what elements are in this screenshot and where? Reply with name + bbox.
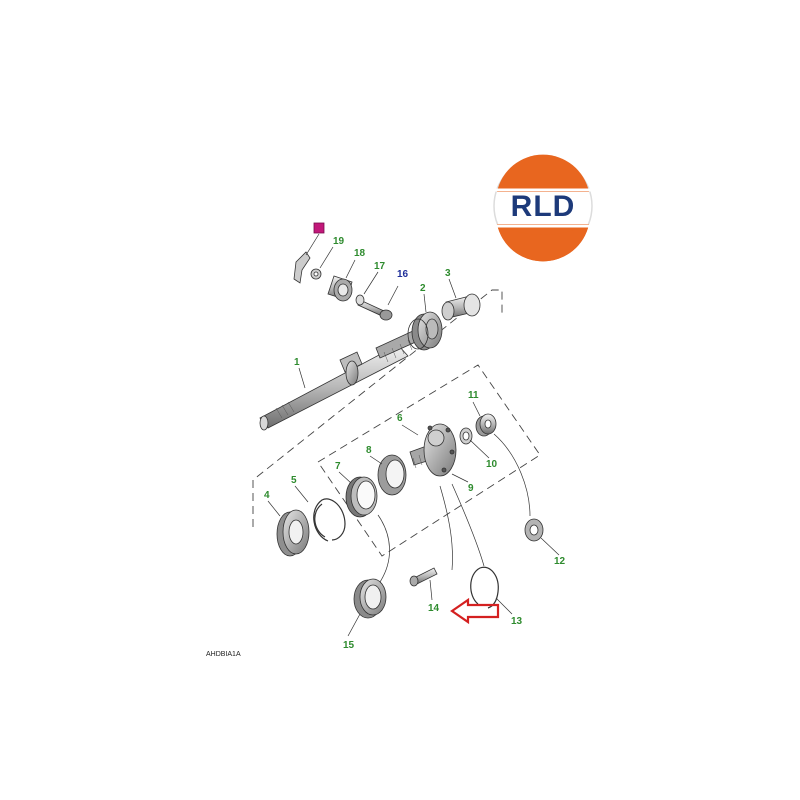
leader-lines [267,233,560,637]
part-2-collar [407,311,443,351]
part-15-ring [353,578,387,619]
logo-text: RLD [510,190,576,223]
label-part-17: 17 [374,261,386,272]
label-part-2: 2 [420,283,426,294]
part-13-circlip [470,566,499,609]
label-part-15: 15 [343,640,355,651]
label-part-18: 18 [354,248,366,259]
part-20-clip [293,251,311,284]
part-17-washer [355,294,365,306]
label-part-10: 10 [486,459,498,470]
label-part-9: 9 [468,483,474,494]
label-part-14: 14 [428,603,440,614]
part-19-nut [310,268,322,280]
magenta-marker [313,222,325,234]
part-3-sleeve [441,293,481,321]
label-part-4: 4 [264,490,270,501]
label-part-1: 1 [294,357,300,368]
highlight-arrow-icon [450,597,500,625]
diagram-reference-code: AHDBIA1A [206,651,241,658]
part-16-bolt [357,299,393,321]
label-part-12: 12 [554,556,566,567]
lower-dashed-frame [317,364,541,557]
label-part-3: 3 [445,268,451,279]
label-part-6: 6 [397,413,403,424]
label-part-7: 7 [335,461,341,472]
label-part-8: 8 [366,445,372,456]
part-18-bush [327,275,353,302]
label-part-11: 11 [468,390,479,401]
part-8-spacer [377,454,407,496]
part-11-nut [475,413,497,437]
part-12-washer [524,518,544,542]
label-part-5: 5 [291,475,297,486]
part-5-circlip [313,498,346,542]
label-part-13: 13 [511,616,523,627]
part-1-shaft [259,329,421,431]
rld-logo [493,154,593,262]
part-4-bearing [276,509,310,557]
part-14-bolt [409,567,438,587]
label-part-16: 16 [397,269,409,280]
upper-dashed-frame [252,289,503,527]
part-9-drive-flange [409,423,457,477]
label-part-19: 19 [333,236,345,247]
part-7-oil-seal [345,476,378,518]
part-10-washer [459,427,473,445]
